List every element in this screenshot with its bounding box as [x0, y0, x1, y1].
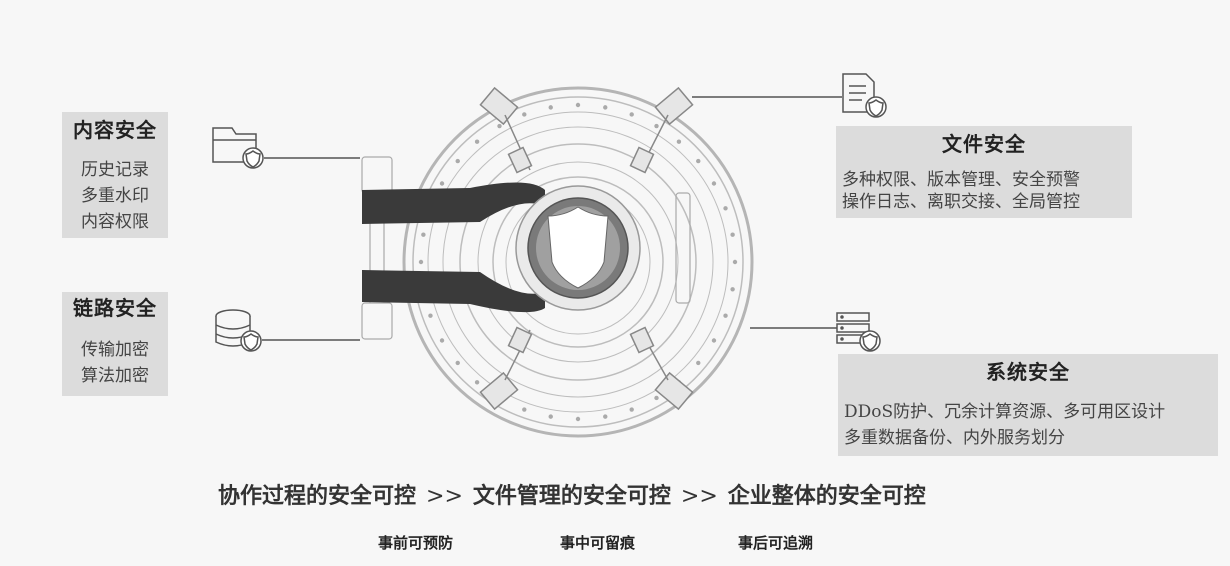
document-shield-icon — [842, 73, 887, 118]
bolt-dot — [723, 313, 728, 318]
flow-step: 文件管理的安全可控 — [472, 483, 671, 509]
bolt-dot — [522, 112, 527, 117]
phase-label: 事中可留痕 — [560, 534, 636, 552]
bolt-dot — [575, 416, 581, 422]
shield-icon — [547, 206, 609, 289]
link-security-item: 传输加密 — [81, 340, 149, 360]
flow-step: 协作过程的安全可控 — [218, 483, 417, 509]
system-security-box: 系统安全 DDoS防护、冗余计算资源、多可用区设计 多重数据备份、内外服务划分 — [838, 354, 1218, 456]
bolt-dot — [629, 407, 634, 412]
file-security-title: 文件安全 — [942, 132, 1026, 156]
bolt-dot — [603, 414, 608, 419]
bolt-dot — [421, 232, 426, 237]
bolt-dot — [474, 380, 480, 385]
bolt-dot — [730, 232, 735, 237]
bolt-dot — [603, 105, 608, 110]
bolt-dot — [730, 287, 735, 292]
content-security-box: 内容安全 历史记录 多重水印 内容权限 — [62, 112, 168, 238]
bolt-dot — [455, 158, 460, 164]
bolt-dot — [654, 123, 659, 129]
flow-arrow: >> — [426, 484, 463, 509]
security-flow: 协作过程的安全可控 >> 文件管理的安全可控 >> 企业整体的安全可控 — [218, 478, 926, 510]
file-security-item: 操作日志、离职交接、全局管控 — [842, 192, 1080, 212]
content-security-item: 内容权限 — [81, 212, 149, 232]
content-security-item: 历史记录 — [81, 160, 149, 180]
file-security-box: 文件安全 多种权限、版本管理、安全预警 操作日志、离职交接、全局管控 — [836, 126, 1132, 218]
system-security-item: DDoS防护、冗余计算资源、多可用区设计 — [844, 402, 1166, 422]
bolt-dot — [575, 102, 581, 108]
bolt-dot — [548, 105, 553, 110]
bolt-dot — [455, 360, 460, 366]
link-security-title: 链路安全 — [73, 296, 157, 320]
system-security-title: 系统安全 — [986, 360, 1070, 384]
bolt-dot — [654, 395, 659, 401]
link-security-item: 算法加密 — [81, 366, 149, 386]
bolt-dot — [474, 139, 480, 144]
bolt-dot — [439, 181, 445, 186]
bolt-dot — [676, 139, 682, 144]
bolt-dot — [696, 360, 701, 366]
bolt-dot — [732, 259, 738, 265]
bolt-dot — [723, 206, 728, 211]
folder-shield-icon — [212, 127, 264, 169]
file-security-item: 多种权限、版本管理、安全预警 — [842, 170, 1080, 190]
system-security-item: 多重数据备份、内外服务划分 — [844, 428, 1065, 448]
bolt-dot — [711, 181, 717, 186]
bolt-dot — [439, 338, 445, 343]
link-security-box: 链路安全 传输加密 算法加密 — [62, 292, 168, 396]
bolt-dot — [696, 158, 701, 164]
flow-arrow: >> — [680, 484, 718, 509]
bolt-dot — [428, 313, 433, 318]
server-shield-icon — [836, 312, 881, 352]
bolt-dot — [497, 123, 502, 129]
bolt-dot — [711, 338, 717, 343]
database-shield-icon — [215, 309, 262, 352]
bolt-dot — [629, 112, 634, 117]
content-security-item: 多重水印 — [81, 186, 149, 206]
flow-step: 企业整体的安全可控 — [727, 483, 926, 509]
phase-label: 事前可预防 — [378, 534, 454, 552]
bolt-dot — [522, 407, 527, 412]
phase-label: 事后可追溯 — [738, 534, 814, 552]
content-security-title: 内容安全 — [73, 118, 157, 142]
bolt-dot — [548, 414, 553, 419]
bolt-dot — [418, 259, 424, 265]
